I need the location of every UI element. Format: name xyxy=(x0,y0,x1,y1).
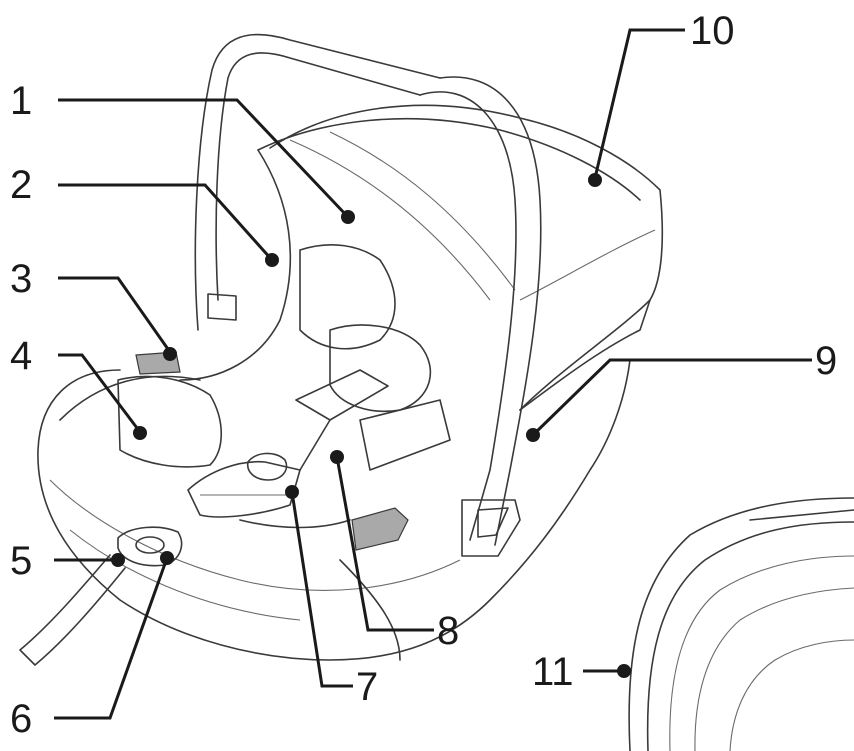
callout-number-9: 9 xyxy=(815,339,837,383)
leader-6 xyxy=(54,557,169,720)
dot-2 xyxy=(265,253,279,267)
dot-7 xyxy=(285,485,299,499)
belt-guide-shade xyxy=(351,507,409,551)
leader-lines xyxy=(54,28,812,720)
stroller-fragment xyxy=(628,497,854,751)
leader-8 xyxy=(335,456,434,632)
callout-number-7: 7 xyxy=(356,665,378,709)
leader-4 xyxy=(58,353,142,433)
handle xyxy=(419,91,517,541)
dot-6 xyxy=(160,551,174,565)
leader-1 xyxy=(58,98,350,219)
leader-9 xyxy=(531,358,812,437)
dot-9 xyxy=(526,428,540,442)
leader-7 xyxy=(290,491,353,688)
leader-3 xyxy=(58,276,172,353)
dot-8 xyxy=(330,450,344,464)
dot-11 xyxy=(617,664,631,678)
callout-number-3: 3 xyxy=(10,257,32,301)
lap-belt-guide xyxy=(117,526,183,567)
car-seat-illustration xyxy=(19,33,854,751)
dot-3 xyxy=(163,347,177,361)
dot-5 xyxy=(111,553,125,567)
dot-10 xyxy=(588,173,602,187)
callout-number-1: 1 xyxy=(10,79,32,123)
dot-1 xyxy=(341,210,355,224)
callout-numbers: 1 2 3 4 5 6 7 8 9 10 11 xyxy=(10,9,837,741)
callout-number-10: 10 xyxy=(690,9,735,53)
leader-10 xyxy=(593,28,685,179)
leader-2 xyxy=(58,183,274,261)
canopy-outline xyxy=(269,104,664,411)
callout-number-11: 11 xyxy=(532,650,574,694)
callout-number-8: 8 xyxy=(437,609,459,653)
dot-4 xyxy=(133,426,147,440)
callout-dots xyxy=(111,173,631,678)
callout-number-6: 6 xyxy=(10,697,32,741)
callout-number-4: 4 xyxy=(10,334,32,378)
callout-number-2: 2 xyxy=(10,163,32,207)
shell-outline xyxy=(37,359,631,661)
callout-number-5: 5 xyxy=(10,539,32,583)
